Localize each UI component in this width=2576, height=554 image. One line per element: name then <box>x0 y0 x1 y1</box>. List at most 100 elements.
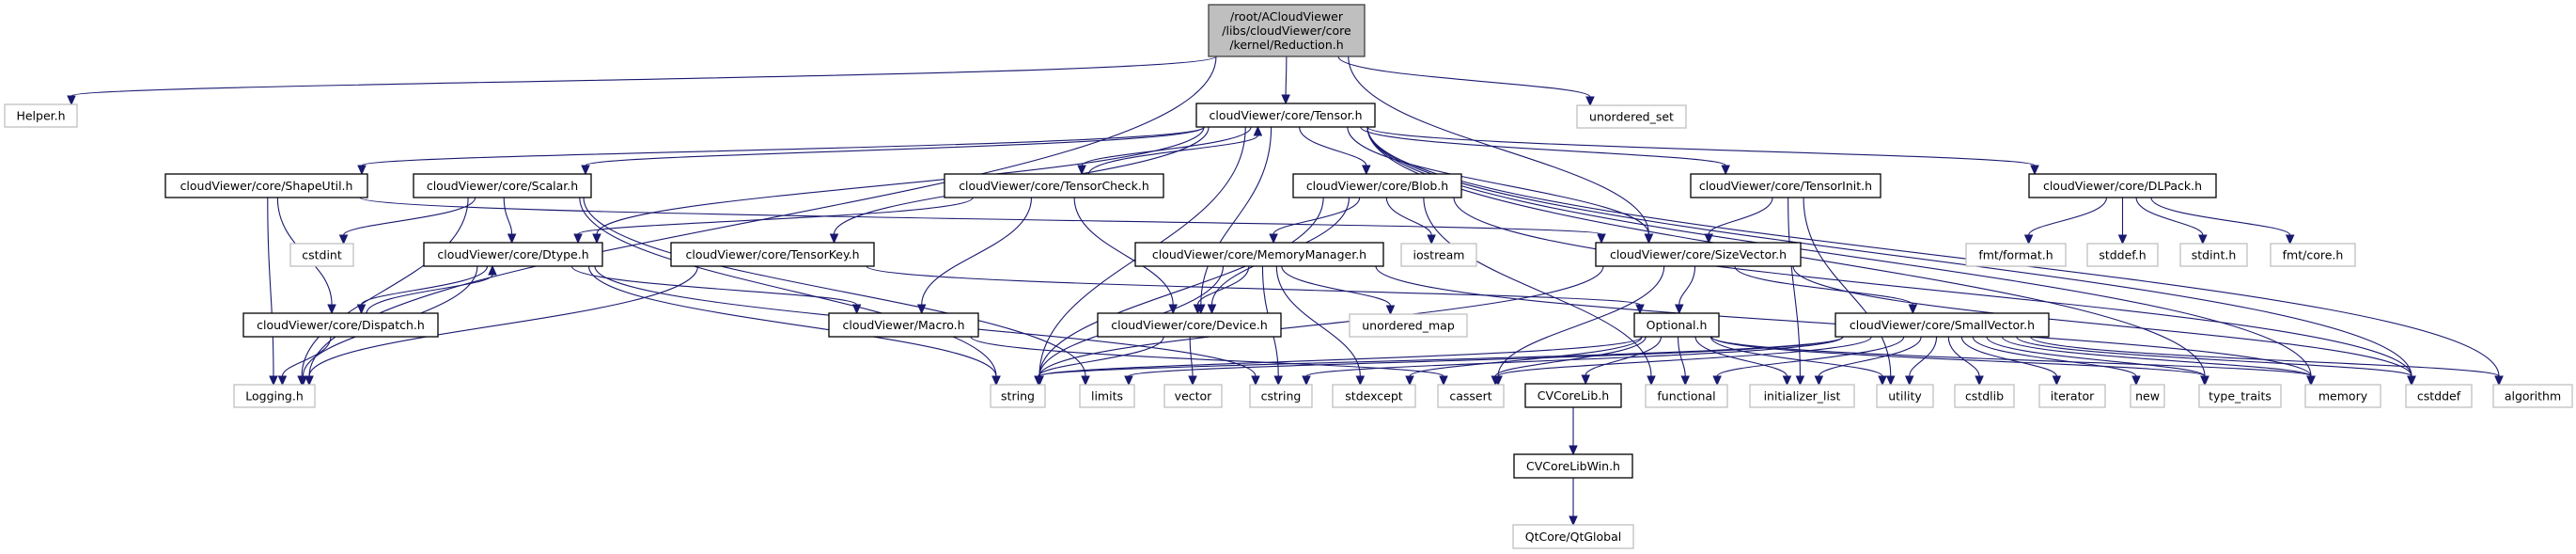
edge-line <box>1792 265 2412 377</box>
node-shapeutil[interactable]: cloudViewer/core/ShapeUtil.h <box>164 173 368 198</box>
node-box[interactable] <box>1195 103 1376 128</box>
node-box[interactable] <box>1690 173 1881 198</box>
node-box[interactable] <box>423 242 603 267</box>
node-box <box>2304 384 2381 408</box>
edge-tensor-to-tensorcheck <box>1077 126 1252 176</box>
node-label: cloudViewer/core/SmallVector.h <box>1850 318 2035 332</box>
arrowhead-icon <box>1405 375 1414 387</box>
node-tensorinit[interactable]: cloudViewer/core/TensorInit.h <box>1690 173 1881 198</box>
edge-reduction-to-tensor <box>1281 55 1290 105</box>
node-box[interactable] <box>1134 242 1384 267</box>
node-box[interactable] <box>1633 312 1720 338</box>
node-dispatch[interactable]: cloudViewer/core/Dispatch.h <box>242 312 439 338</box>
node-box[interactable] <box>1595 242 1802 267</box>
node-label: stdexcept <box>1345 389 1402 404</box>
node-box[interactable] <box>1513 453 1633 479</box>
edge-dispatch-to-dtype <box>366 264 497 314</box>
node-label: cloudViewer/core/TensorInit.h <box>1699 179 1872 193</box>
edge-smallvector-to-cstring <box>1302 336 1844 387</box>
edge-dlpack-to-stdint <box>2135 197 2208 245</box>
node-label: CVCoreLibWin.h <box>1526 459 1620 473</box>
node-label: memory <box>2318 389 2368 404</box>
node-label: CVCoreLib.h <box>1538 388 1609 403</box>
arrowhead-icon <box>1273 375 1284 387</box>
arrowhead-icon <box>1782 375 1792 387</box>
edge-line <box>308 265 699 377</box>
node-label: cloudViewer/core/ShapeUtil.h <box>180 179 353 193</box>
node-box[interactable] <box>1292 173 1462 198</box>
node-unordered_set: unordered_set <box>1576 104 1687 129</box>
edge-line <box>1038 336 1844 377</box>
node-optional[interactable]: Optional.h <box>1633 312 1720 338</box>
node-string: string <box>990 384 1046 408</box>
node-box[interactable] <box>242 312 439 338</box>
node-box[interactable] <box>944 173 1164 198</box>
node-dtype[interactable]: cloudViewer/core/Dtype.h <box>423 242 603 267</box>
edge-line <box>1337 55 1591 98</box>
node-box[interactable] <box>670 242 875 267</box>
node-tensor[interactable]: cloudViewer/core/Tensor.h <box>1195 103 1376 128</box>
node-box <box>1876 384 1934 408</box>
node-box <box>1349 313 1468 338</box>
node-sizevector[interactable]: cloudViewer/core/SizeVector.h <box>1595 242 1802 267</box>
node-blob[interactable]: cloudViewer/core/Blob.h <box>1292 173 1462 198</box>
edge-line <box>1038 265 1604 377</box>
edge-line <box>588 265 997 377</box>
node-label: iterator <box>2051 389 2095 404</box>
arrowhead-icon <box>1302 375 1311 387</box>
edge-smallvector-to-initializer_list <box>1814 336 1922 387</box>
node-tensorkey[interactable]: cloudViewer/core/TensorKey.h <box>670 242 875 267</box>
edge-scalar-to-limits <box>583 197 1090 387</box>
node-box[interactable] <box>164 173 368 198</box>
node-unordered_map: unordered_map <box>1349 313 1468 338</box>
node-cvcorelibwin[interactable]: CVCoreLibWin.h <box>1513 453 1633 479</box>
arrowhead-icon <box>1795 375 1805 387</box>
edge-line <box>1366 126 2500 377</box>
arrowhead-icon <box>507 233 517 245</box>
arrowhead-icon <box>1721 165 1730 176</box>
edge-tensor-to-tensorinit <box>1360 126 1730 176</box>
arrowhead-icon <box>2023 234 2034 245</box>
node-label: cstdlib <box>1965 389 2004 404</box>
edge-tensorkey-to-logging <box>304 265 699 387</box>
node-label: string <box>1001 389 1035 404</box>
node-cvcorelib[interactable]: CVCoreLib.h <box>1524 383 1622 408</box>
node-box[interactable] <box>413 173 592 198</box>
edge-line <box>1305 336 1844 377</box>
node-box <box>1645 384 1728 408</box>
node-box[interactable] <box>1524 383 1622 408</box>
edge-line <box>1348 55 1649 235</box>
node-box[interactable] <box>828 312 979 338</box>
edge-dtype-to-macro <box>570 265 862 315</box>
edge-line <box>1708 197 1773 235</box>
edge-line <box>1366 126 2036 166</box>
node-tensorcheck[interactable]: cloudViewer/core/TensorCheck.h <box>944 173 1164 198</box>
edge-cvcorelib-to-cvcorelibwin <box>1569 407 1578 456</box>
edge-line <box>1073 197 1174 306</box>
edge-smallvector-to-functional <box>1712 336 1905 387</box>
node-label: unordered_map <box>1362 319 1455 333</box>
node-macro[interactable]: cloudViewer/Macro.h <box>828 312 979 338</box>
node-box <box>1079 384 1135 408</box>
edges-layer <box>67 55 2504 527</box>
arrowhead-icon <box>991 375 1001 387</box>
arrowhead-icon <box>573 233 583 245</box>
arrowhead-icon <box>1585 96 1595 107</box>
edge-tensor-to-blob <box>1299 126 1371 176</box>
node-box[interactable] <box>2028 173 2217 198</box>
edge-reduction-to-helper <box>67 55 1217 106</box>
node-memory: memory <box>2304 384 2381 408</box>
node-type_traits: type_traits <box>2198 384 2282 408</box>
node-box[interactable] <box>1097 312 1282 338</box>
node-box[interactable] <box>1834 312 2050 338</box>
node-memorymanager[interactable]: cloudViewer/core/MemoryManager.h <box>1134 242 1384 267</box>
node-label: Logging.h <box>245 389 304 404</box>
node-label: cstring <box>1261 389 1302 404</box>
node-reduction: /root/ACloudViewer/libs/cloudViewer/core… <box>1208 4 1366 57</box>
node-dlpack[interactable]: cloudViewer/core/DLPack.h <box>2028 173 2217 198</box>
node-scalar[interactable]: cloudViewer/core/Scalar.h <box>413 173 592 198</box>
node-box <box>233 384 316 408</box>
edge-line <box>1038 336 1643 377</box>
node-smallvector[interactable]: cloudViewer/core/SmallVector.h <box>1834 312 2050 338</box>
node-device[interactable]: cloudViewer/core/Device.h <box>1097 312 1282 338</box>
